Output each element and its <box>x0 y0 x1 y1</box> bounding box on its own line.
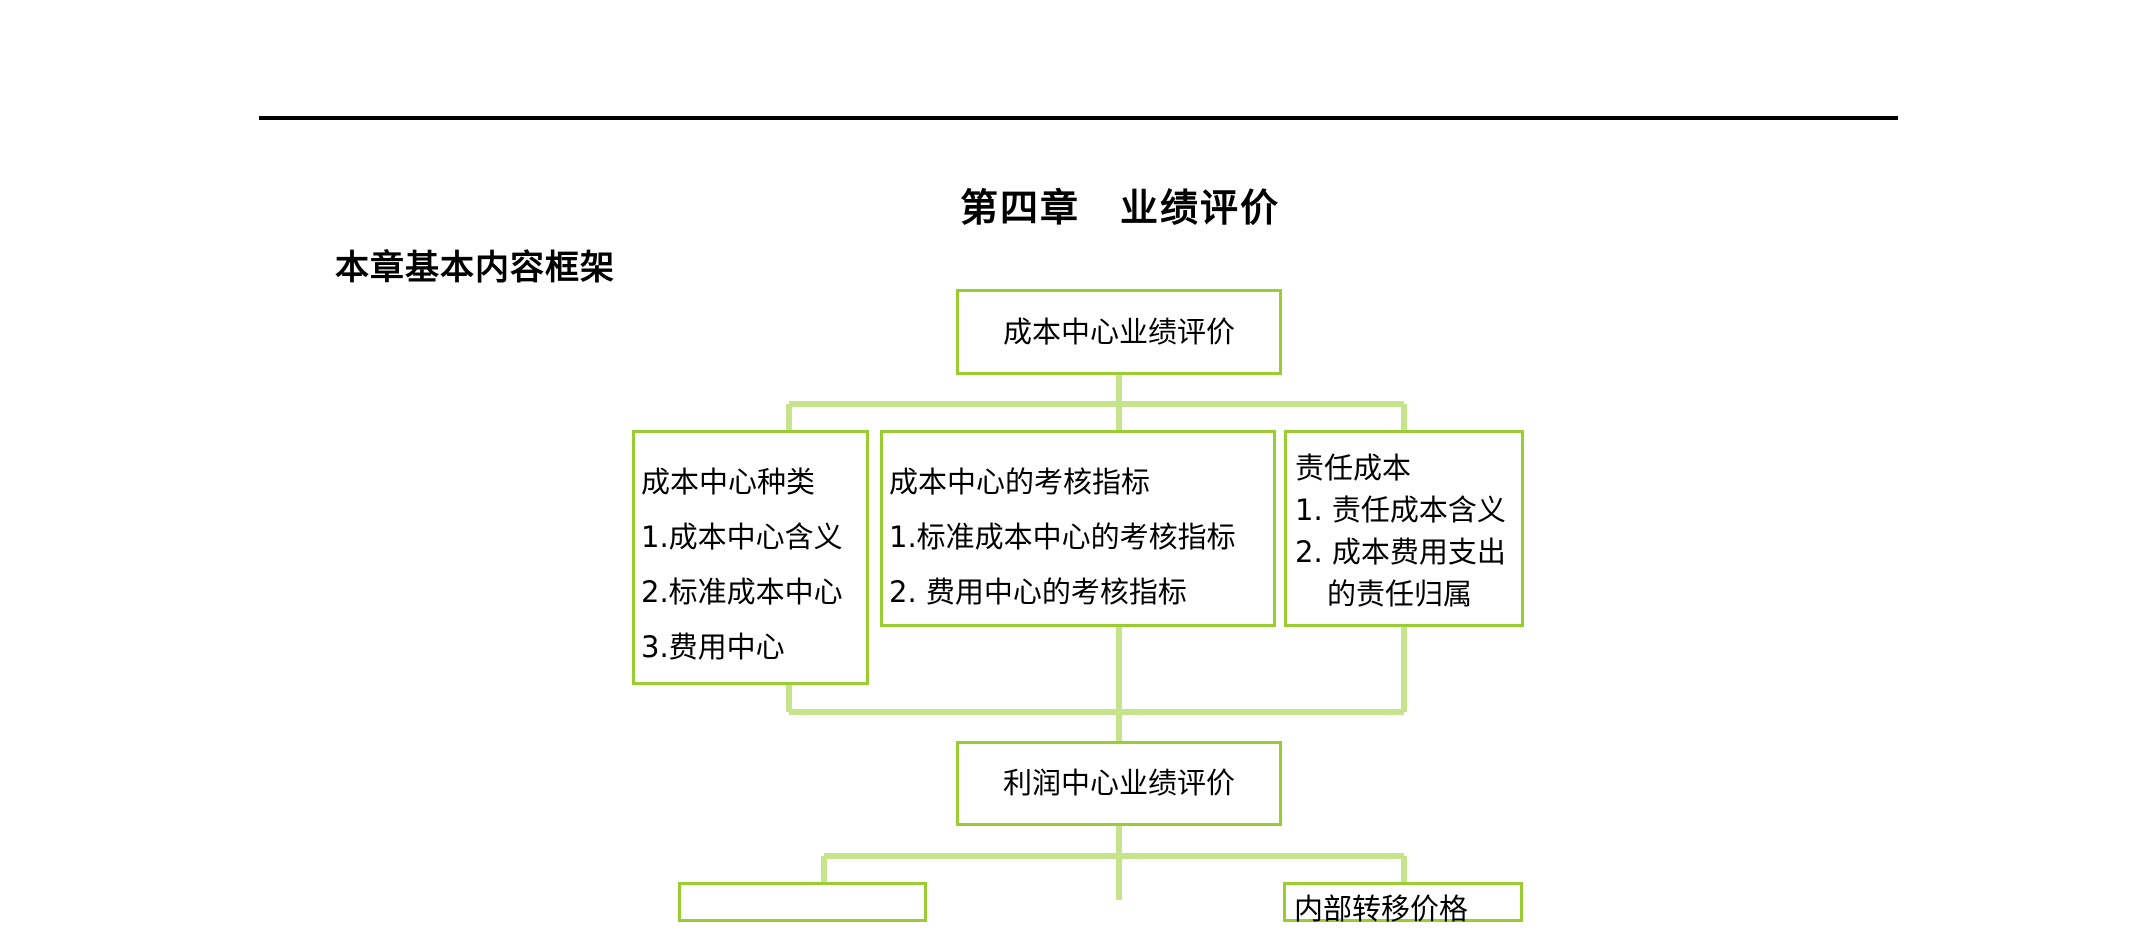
responsibility-cost-title: 责任成本 <box>1295 451 1412 485</box>
transfer-price-label: 内部转移价格 <box>1294 892 1469 926</box>
cost-center-types-item: 1.成本中心含义 <box>641 520 843 554</box>
profit-center-evaluation-label: 利润中心业绩评价 <box>1002 766 1235 800</box>
transfer-price-box: 内部转移价格 <box>1283 882 1523 926</box>
responsibility-cost-item: 1. 责任成本含义 <box>1295 493 1506 527</box>
responsibility-cost-box: 责任成本 1. 责任成本含义 2. 成本费用支出 的责任归属 <box>1284 430 1524 627</box>
cost-center-types-item: 3.费用中心 <box>641 630 785 664</box>
cost-center-metrics-item: 1.标准成本中心的考核指标 <box>889 520 1236 554</box>
chapter-title: 第四章 业绩评价 <box>959 185 1280 230</box>
cost-center-types-title: 成本中心种类 <box>641 465 816 499</box>
cost-center-metrics-box: 成本中心的考核指标 1.标准成本中心的考核指标 2. 费用中心的考核指标 <box>880 430 1276 627</box>
cost-center-metrics-title: 成本中心的考核指标 <box>889 465 1151 499</box>
profit-center-left-box <box>678 882 927 922</box>
cost-center-metrics-item: 2. 费用中心的考核指标 <box>889 575 1187 609</box>
cost-center-types-item: 2.标准成本中心 <box>641 575 843 609</box>
cost-center-evaluation-box: 成本中心业绩评价 <box>956 289 1282 375</box>
header-rule <box>259 116 1898 120</box>
responsibility-cost-item: 2. 成本费用支出 <box>1295 535 1506 569</box>
profit-center-evaluation-box: 利润中心业绩评价 <box>956 741 1282 826</box>
responsibility-cost-item: 的责任归属 <box>1327 577 1473 611</box>
cost-center-types-box: 成本中心种类 1.成本中心含义 2.标准成本中心 3.费用中心 <box>632 430 869 685</box>
cost-center-evaluation-label: 成本中心业绩评价 <box>1002 314 1235 349</box>
section-heading: 本章基本内容框架 <box>335 248 615 288</box>
